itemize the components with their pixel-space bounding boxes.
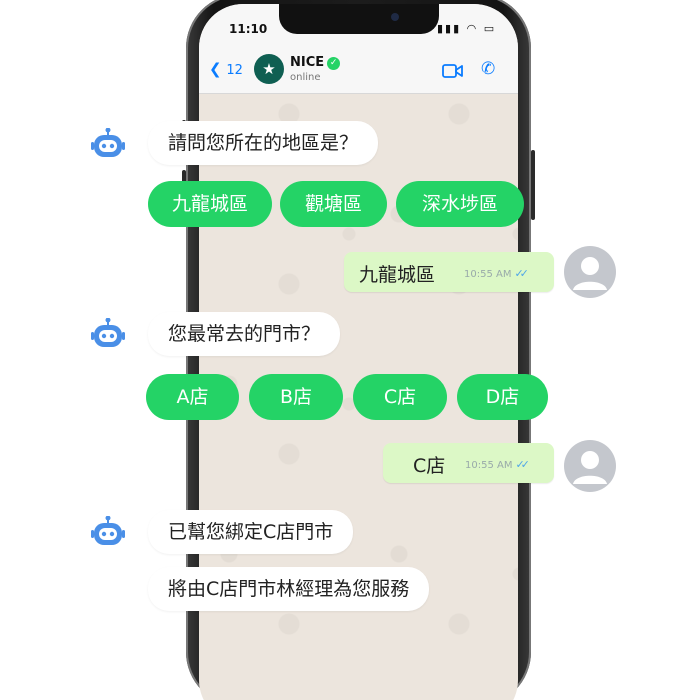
user-message-text: 九龍城區 [359,264,436,286]
double-check-icon: ✓✓ [515,458,530,471]
contact-name-row[interactable]: NICE✓ [290,55,341,70]
person-icon [573,257,607,290]
wifi-icon: ◠ [466,22,479,35]
phone-side-button [531,150,535,220]
option-button[interactable]: B店 [249,374,343,420]
status-icons: ▮▮▮ ◠ ▭ [437,22,496,35]
back-button[interactable]: ❮ 12 [209,60,243,78]
bot-message: 已幫您綁定C店門市 [148,510,354,554]
option-button[interactable]: C店 [353,374,447,420]
unread-count: 12 [226,63,243,78]
bot-message: 將由C店門市林經理為您服務 [148,567,430,611]
message-time: 10:55 AM [464,269,512,280]
notch [279,4,439,34]
message-meta: 10:55 AM✓✓ [464,267,529,280]
option-button[interactable]: 九龍城區 [148,181,272,227]
person-icon [573,451,607,484]
verified-badge-icon: ✓ [327,57,341,70]
phone-call-icon[interactable]: ✆ [481,59,496,79]
video-call-icon[interactable] [442,63,464,79]
chat-header: ❮ 12 ★ NICE✓ online ✆ [199,48,518,94]
bot-message: 請問您所在的地區是？ [148,121,379,165]
signal-icon: ▮▮▮ [437,22,462,35]
bot-icon [91,128,125,157]
status-bar: 11:10 ▮▮▮ ◠ ▭ [199,4,518,48]
option-button[interactable]: 觀塘區 [280,181,387,227]
option-button[interactable]: A店 [146,374,239,420]
star-icon: ★ [262,60,276,78]
user-avatar [564,440,616,492]
contact-avatar[interactable]: ★ [254,54,284,84]
bot-icon [91,516,125,545]
camera-icon [391,13,399,21]
bot-icon [91,318,125,347]
message-time: 10:55 AM [465,460,513,471]
user-message-text: C店 [413,455,446,477]
status-time: 11:10 [229,22,268,36]
double-check-icon: ✓✓ [514,267,529,280]
message-meta: 10:55 AM✓✓ [465,458,530,471]
user-message: C店 10:55 AM✓✓ [383,443,554,483]
contact-status: online [290,72,321,83]
bot-message: 您最常去的門市？ [148,312,341,356]
option-button[interactable]: 深水埗區 [396,181,524,227]
user-message: 九龍城區 10:55 AM✓✓ [344,252,554,292]
user-avatar [564,246,616,298]
chevron-left-icon: ❮ [209,60,222,78]
contact-name: NICE [290,55,325,70]
battery-icon: ▭ [483,22,497,35]
option-button[interactable]: D店 [457,374,548,420]
